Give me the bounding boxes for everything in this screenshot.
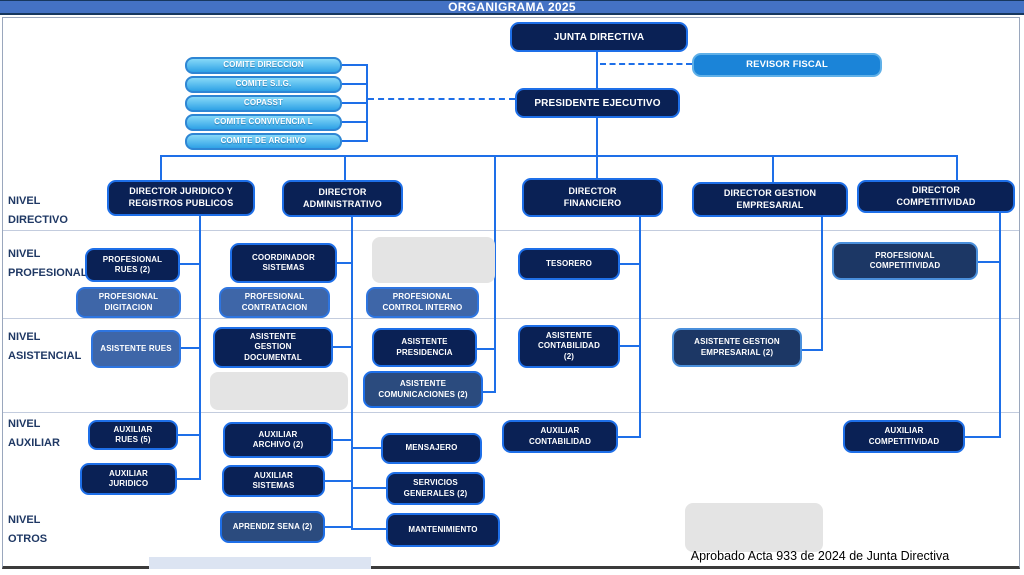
node-comite-archivo: COMITE DE ARCHIVO	[185, 133, 342, 150]
connector-line	[325, 480, 352, 482]
connector-line	[337, 262, 352, 264]
connector-line	[802, 349, 821, 351]
connector-line	[639, 217, 641, 438]
node-mensajero: MENSAJERO	[381, 433, 482, 464]
node-coordinador-sistemas: COORDINADOR SISTEMAS	[230, 243, 337, 283]
connector-line	[353, 447, 381, 449]
row-divider	[3, 412, 1019, 413]
node-aprendiz-sena: APRENDIZ SENA (2)	[220, 511, 325, 543]
approval-note: Aprobado Acta 933 de 2024 de Junta Direc…	[690, 549, 950, 563]
node-director-competitividad: DIRECTOR COMPETITIVIDAD	[857, 180, 1015, 213]
row-divider	[3, 318, 1019, 319]
connector-line	[596, 118, 598, 156]
connector-line	[177, 478, 200, 480]
level-label-profesional: NIVEL PROFESIONAL	[8, 248, 88, 279]
connector-line	[618, 436, 639, 438]
connector-line	[325, 526, 352, 528]
placeholder-box	[372, 237, 495, 283]
node-auxiliar-rues: AUXILIAR RUES (5)	[88, 420, 178, 450]
connector-line	[772, 155, 774, 183]
connector-line	[999, 213, 1001, 438]
placeholder-strip	[149, 557, 371, 569]
connector-line	[342, 140, 366, 142]
node-asistente-rues: ASISTENTE RUES	[91, 330, 181, 368]
connector-line	[353, 528, 386, 530]
connector-line	[160, 155, 958, 157]
connector-line	[181, 347, 200, 349]
node-director-juridico: DIRECTOR JURIDICO Y REGISTROS PUBLICOS	[107, 180, 255, 216]
placeholder-box	[685, 503, 823, 552]
node-auxiliar-archivo: AUXILIAR ARCHIVO (2)	[223, 422, 333, 458]
connector-line	[342, 121, 366, 123]
node-auxiliar-juridico: AUXILIAR JURIDICO	[80, 463, 177, 495]
connector-line	[620, 345, 639, 347]
node-asistente-comunicaciones: ASISTENTE COMUNICACIONES (2)	[363, 371, 483, 408]
node-director-gestion-empresarial: DIRECTOR GESTION EMPRESARIAL	[692, 182, 848, 217]
node-asistente-gestion-empresarial: ASISTENTE GESTION EMPRESARIAL (2)	[672, 328, 802, 367]
connector-line	[342, 64, 366, 66]
chart-frame	[2, 17, 1020, 569]
connector-line	[965, 436, 999, 438]
node-auxiliar-competitividad: AUXILIAR COMPETITIVIDAD	[843, 420, 965, 453]
connector-line	[178, 434, 200, 436]
node-auxiliar-contabilidad: AUXILIAR CONTABILIDAD	[502, 420, 618, 453]
node-comite-direccion: COMITE DIRECCION	[185, 57, 342, 74]
level-label-directivo: NIVEL DIRECTIVO	[8, 195, 68, 226]
node-copasst: COPASST	[185, 95, 342, 112]
connector-line	[978, 261, 999, 263]
connector-line	[483, 391, 495, 393]
node-asistente-contabilidad: ASISTENTE CONTABILIDAD (2)	[518, 325, 620, 368]
connector-line	[956, 155, 958, 181]
dashed-connector-line	[368, 98, 515, 100]
connector-line	[342, 102, 366, 104]
node-revisor-fiscal: REVISOR FISCAL	[692, 53, 882, 77]
level-label-otros: NIVEL OTROS	[8, 514, 48, 545]
placeholder-box	[210, 372, 348, 410]
node-director-administrativo: DIRECTOR ADMINISTRATIVO	[282, 180, 403, 217]
node-tesorero: TESORERO	[518, 248, 620, 280]
node-junta-directiva: JUNTA DIRECTIVA	[510, 22, 688, 52]
page-title: ORGANIGRAMA 2025	[448, 0, 576, 14]
connector-line	[344, 155, 346, 181]
node-asistente-presidencia: ASISTENTE PRESIDENCIA	[372, 328, 477, 367]
node-comite-convivencia: COMITE CONVIVENCIA L	[185, 114, 342, 131]
node-profesional-rues: PROFESIONAL RUES (2)	[85, 248, 180, 282]
node-servicios-generales: SERVICIOS GENERALES (2)	[386, 472, 485, 505]
connector-line	[180, 263, 200, 265]
connector-line	[477, 348, 495, 350]
node-profesional-contratacion: PROFESIONAL CONTRATACION	[219, 287, 330, 318]
connector-line	[821, 217, 823, 351]
connector-line	[596, 155, 598, 179]
node-mantenimiento: MANTENIMIENTO	[386, 513, 500, 547]
node-profesional-control-interno: PROFESIONAL CONTROL INTERNO	[366, 287, 479, 318]
connector-line	[351, 217, 353, 530]
node-presidente-ejecutivo: PRESIDENTE EJECUTIVO	[515, 88, 680, 118]
node-profesional-competitividad: PROFESIONAL COMPETITIVIDAD	[832, 242, 978, 280]
row-divider	[3, 230, 1019, 231]
connector-line	[333, 346, 352, 348]
connector-line	[366, 64, 368, 142]
level-label-asistencial: NIVEL ASISTENCIAL	[8, 331, 82, 362]
connector-line	[596, 52, 598, 89]
dashed-connector-line	[600, 63, 692, 65]
connector-line	[160, 155, 162, 181]
connector-line	[199, 215, 201, 480]
node-asistente-gestion-documental: ASISTENTE GESTION DOCUMENTAL	[213, 327, 333, 368]
title-bar: ORGANIGRAMA 2025	[0, 0, 1024, 15]
node-auxiliar-sistemas: AUXILIAR SISTEMAS	[222, 465, 325, 497]
connector-line	[620, 263, 639, 265]
level-label-auxiliar: NIVEL AUXILIAR	[8, 418, 60, 449]
node-profesional-digitacion: PROFESIONAL DIGITACION	[76, 287, 181, 318]
node-director-financiero: DIRECTOR FINANCIERO	[522, 178, 663, 217]
node-comite-sig: COMITE S.I.G.	[185, 76, 342, 93]
connector-line	[494, 155, 496, 393]
connector-line	[353, 487, 386, 489]
connector-line	[333, 439, 352, 441]
connector-line	[342, 83, 366, 85]
